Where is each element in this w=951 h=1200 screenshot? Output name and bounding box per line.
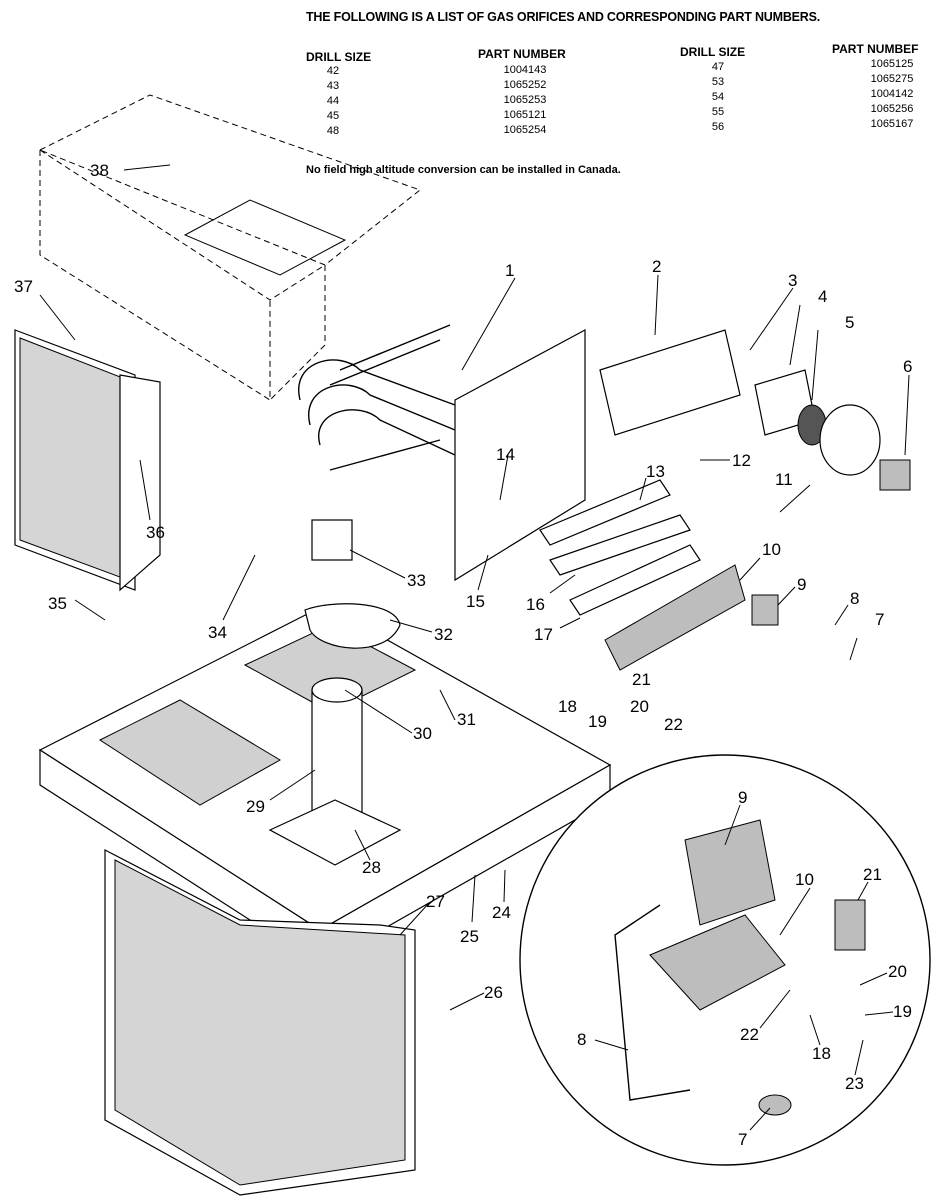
callout-16: 16 — [526, 595, 545, 614]
part-number-cell: 1065253 — [503, 94, 547, 106]
drill-size-cell: 44 — [326, 95, 340, 107]
part-number-cell: 1065252 — [503, 79, 547, 91]
part-number-cell: 1004142 — [870, 88, 914, 100]
orifice-table-title: THE FOLLOWING IS A LIST OF GAS ORIFICES … — [306, 10, 821, 24]
callout-7: 7 — [875, 610, 884, 629]
callout-18: 18 — [558, 697, 577, 716]
part-number-header-right: PART NUMBEF — [832, 42, 919, 56]
fan-motor — [304, 519, 401, 649]
callout-numbers: 1 2 3 4 5 6 7 8 9 10 11 12 13 14 15 16 1… — [14, 161, 912, 1149]
inset-callout-20: 20 — [888, 962, 907, 981]
callout-26: 26 — [484, 983, 503, 1002]
callout-31: 31 — [457, 710, 476, 729]
part-number-cell: 1065121 — [503, 109, 547, 121]
inset-callout-19: 19 — [893, 1002, 912, 1021]
callout-22: 22 — [664, 715, 683, 734]
drill-size-header-left: DRILL SIZE — [306, 50, 372, 64]
part-number-cell: 1065275 — [870, 73, 914, 85]
drill-size-cell: 55 — [711, 106, 725, 118]
part-number-cell: 1065254 — [503, 124, 547, 136]
callout-15: 15 — [466, 592, 485, 611]
inset-callout-10: 10 — [795, 870, 814, 889]
canada-note: No field high altitude conversion can be… — [306, 164, 621, 176]
callout-13: 13 — [646, 462, 665, 481]
callout-30: 30 — [413, 724, 432, 743]
inducer-assembly — [599, 329, 911, 491]
inset-callout-7: 7 — [738, 1130, 747, 1149]
callout-34: 34 — [208, 623, 227, 642]
drill-size-cell: 45 — [326, 110, 340, 122]
inset-callout-22: 22 — [740, 1025, 759, 1044]
leader-lines — [39, 164, 910, 1131]
callout-6: 6 — [903, 357, 912, 376]
condenser-coil-rear — [14, 329, 161, 592]
callout-27: 27 — [426, 892, 445, 911]
callout-37: 37 — [14, 277, 33, 296]
part-number-header-left: PART NUMBER — [478, 47, 566, 61]
callout-3: 3 — [788, 271, 797, 290]
callout-8: 8 — [850, 589, 859, 608]
callout-28: 28 — [362, 858, 381, 877]
callout-9: 9 — [797, 575, 806, 594]
callout-35: 35 — [48, 594, 67, 613]
burner-assembly — [539, 479, 779, 671]
drill-size-cell: 47 — [711, 61, 725, 73]
callout-21: 21 — [632, 670, 651, 689]
callout-33: 33 — [407, 571, 426, 590]
callout-11: 11 — [775, 470, 793, 489]
callout-29: 29 — [246, 797, 265, 816]
top-cover-panel — [38, 94, 422, 401]
callout-25: 25 — [460, 927, 479, 946]
callout-5: 5 — [845, 313, 854, 332]
inset-callout-18: 18 — [812, 1044, 831, 1063]
part-number-cell: 1065167 — [870, 118, 914, 130]
callout-20: 20 — [630, 697, 649, 716]
drill-size-cell: 42 — [326, 65, 340, 77]
part-number-cell: 1004143 — [503, 64, 547, 76]
callout-2: 2 — [652, 257, 661, 276]
callout-10: 10 — [762, 540, 781, 559]
detail-inset — [519, 754, 931, 1166]
compressor — [268, 677, 402, 866]
condenser-coil-front — [104, 849, 416, 1196]
inset-callout-8: 8 — [577, 1030, 586, 1049]
drill-size-header-right: DRILL SIZE — [680, 45, 746, 59]
heat-exchanger — [297, 324, 586, 582]
callout-17: 17 — [534, 625, 553, 644]
callout-1: 1 — [505, 261, 514, 280]
callout-4: 4 — [818, 287, 827, 306]
callout-12: 12 — [732, 451, 751, 470]
inset-callout-23: 23 — [845, 1074, 864, 1093]
inset-callout-9: 9 — [738, 788, 747, 807]
drill-size-cell: 48 — [326, 125, 340, 137]
callout-14: 14 — [496, 445, 515, 464]
callout-24: 24 — [492, 903, 511, 922]
part-number-cell: 1065125 — [870, 58, 914, 70]
callout-32: 32 — [434, 625, 453, 644]
callout-19: 19 — [588, 712, 607, 731]
drill-size-cell: 56 — [711, 121, 725, 133]
drill-size-cell: 43 — [326, 80, 340, 92]
callout-38: 38 — [90, 161, 109, 180]
drill-size-cell: 53 — [711, 76, 725, 88]
callout-36: 36 — [146, 523, 165, 542]
drill-size-cell: 54 — [711, 91, 725, 103]
inset-callout-21: 21 — [863, 865, 882, 884]
part-number-cell: 1065256 — [870, 103, 914, 115]
